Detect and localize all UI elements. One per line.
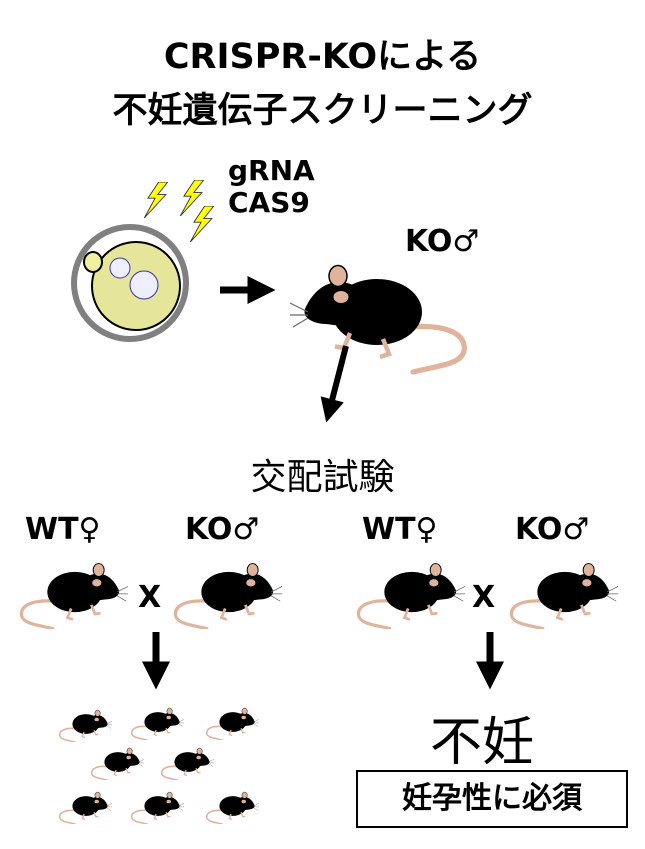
- pup: [58, 709, 112, 742]
- ko-male-mouse-right: [509, 561, 618, 629]
- arrow-down: [320, 345, 349, 423]
- right-ko-male-label: KO♂: [515, 512, 590, 547]
- cas9-label: CAS9: [228, 186, 310, 219]
- right-wt-female-label: WT♀: [362, 512, 438, 547]
- pup: [130, 707, 184, 740]
- wt-female-mouse-left: [19, 561, 128, 629]
- grna-label: gRNA: [228, 154, 315, 187]
- left-ko-male-label: KO♂: [185, 512, 260, 547]
- offspring-pups: [58, 707, 259, 824]
- zygote-cell: [71, 224, 189, 342]
- pup: [90, 747, 144, 780]
- pup: [58, 791, 112, 824]
- pronucleus-2: [129, 270, 159, 300]
- founder-ko-male-label: KO♂: [405, 224, 480, 259]
- lightning-bolt-icon: [143, 182, 169, 218]
- title-line-2: 不妊遺伝子スクリーニング: [112, 91, 533, 131]
- ko-male-mouse-left: [173, 561, 282, 629]
- pronucleus-1: [109, 257, 131, 279]
- right-cross-x: X: [472, 580, 496, 615]
- conclusion-box: 妊孕性に必須: [356, 770, 628, 828]
- left-wt-female-label: WT♀: [25, 512, 101, 547]
- left-cross-x: X: [138, 580, 162, 615]
- founder-mouse: [290, 266, 464, 373]
- title-line-1: CRISPR-KOによる: [163, 37, 482, 77]
- pup: [130, 791, 184, 824]
- mating-test-label: 交配試験: [250, 457, 395, 498]
- wt-female-mouse-right: [356, 561, 465, 629]
- pup: [205, 791, 259, 824]
- lightning-bolt-icon: [179, 180, 205, 216]
- pup: [160, 747, 214, 780]
- lightning-bolt-icon: [189, 206, 215, 242]
- pup: [205, 707, 259, 740]
- infertile-result: 不妊: [430, 713, 535, 773]
